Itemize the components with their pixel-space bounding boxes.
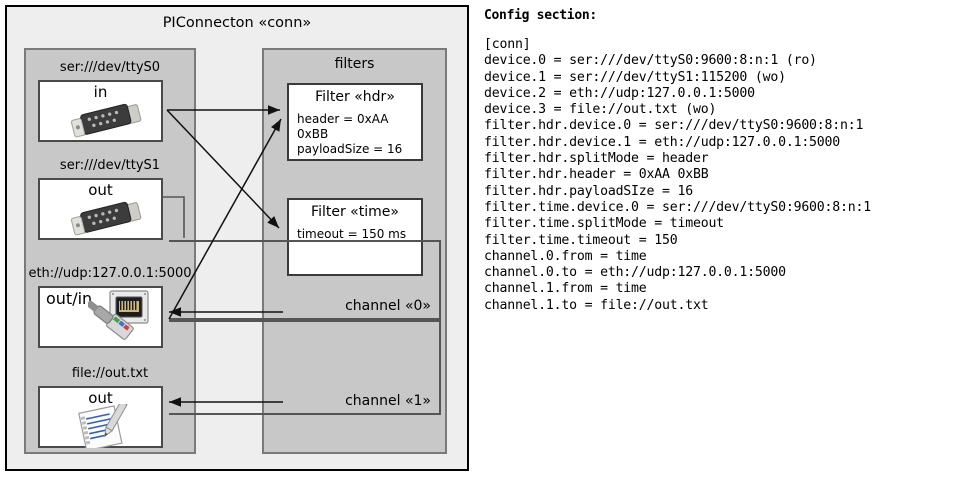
filter-props-time: timeout = 150 ms xyxy=(297,227,406,242)
serial-port-icon xyxy=(71,201,142,236)
channel-label-0: channel «0» xyxy=(345,298,431,314)
filter-title-hdr: Filter «hdr» xyxy=(315,89,395,105)
channel-region-0: channel «0» xyxy=(169,240,441,320)
filter-prop: timeout = 150 ms xyxy=(297,227,407,241)
config-text: [conn] device.0 = ser:///dev/ttyS0:9600:… xyxy=(484,37,871,313)
device-box-ser1[interactable]: out xyxy=(38,178,163,240)
channel-label-1: channel «1» xyxy=(345,393,431,409)
device-label-file: file://out.txt xyxy=(71,366,149,381)
device-box-file[interactable]: out xyxy=(38,386,163,448)
filter-box-hdr[interactable]: Filter «hdr» header = 0xAA 0xBB payloadS… xyxy=(287,83,423,161)
device-label-ser0: ser:///dev/ttyS0 xyxy=(59,60,161,75)
device-box-ser0[interactable]: in xyxy=(38,80,163,142)
device-label-eth: eth://udp:127.0.0.1:5000 xyxy=(28,266,192,281)
diagram-frame: PIConnecton «conn» ser:///dev/ttyS0 in xyxy=(5,5,469,471)
filter-prop: payloadSize = 16 xyxy=(297,142,403,156)
device-io-eth: out/in xyxy=(46,289,93,308)
serial-port-icon xyxy=(71,103,142,138)
device-box-eth[interactable]: out/in xyxy=(38,286,163,348)
device-io-ser0: in xyxy=(93,83,108,101)
device-label-ser1: ser:///dev/ttyS1 xyxy=(59,158,161,173)
filter-title-time: Filter «time» xyxy=(311,204,399,220)
filter-prop: header = 0xAA 0xBB xyxy=(297,112,389,141)
text-document-icon xyxy=(78,404,128,448)
filters-panel-title: filters xyxy=(334,56,375,72)
channel-region-1: channel «1» xyxy=(169,320,441,415)
device-io-ser1: out xyxy=(88,181,113,199)
filter-box-time[interactable]: Filter «time» timeout = 150 ms xyxy=(287,198,423,276)
device-io-file: out xyxy=(88,389,113,407)
filter-props-hdr: header = 0xAA 0xBB payloadSize = 16 xyxy=(297,112,421,157)
ethernet-jack-icon xyxy=(88,290,149,340)
filters-panel: filters Filter «hdr» header = 0xAA 0xBB … xyxy=(169,48,447,454)
config-heading: Config section: xyxy=(484,8,597,23)
diagram-title: PIConnecton «conn» xyxy=(162,15,312,31)
config-section: Config section: [conn] device.0 = ser://… xyxy=(484,8,954,314)
